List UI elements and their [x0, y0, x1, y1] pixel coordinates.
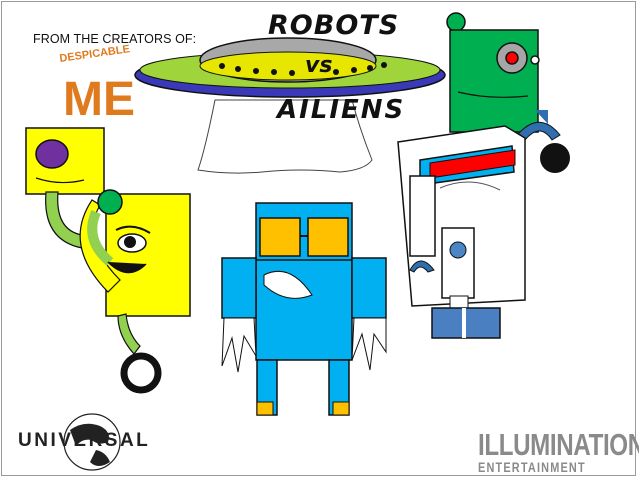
creators-text: FROM THE CREATORS OF:: [33, 32, 197, 46]
despicable-me-logo: DESPICABLE ME: [59, 43, 135, 126]
white-robot: [397, 125, 526, 339]
title-ailiens: AILIENS: [277, 95, 406, 125]
universal-globe-icon: [63, 413, 121, 471]
blue-robot: [221, 202, 387, 416]
illumination-logo-text: ILLUMINATION: [478, 427, 639, 462]
svg-text:DESPICABLE: DESPICABLE: [59, 43, 131, 65]
title-vs: vs: [305, 53, 333, 78]
title-robots: ROBOTS: [268, 10, 400, 41]
yellow-alien: [25, 127, 191, 394]
svg-text:ME: ME: [63, 73, 135, 126]
universal-logo-text: UNIVERSAL: [18, 430, 151, 451]
ufo-saucer: [134, 37, 446, 98]
ufo-beam: [197, 99, 373, 174]
illumination-sub-text: ENTERTAINMENT: [478, 459, 586, 475]
